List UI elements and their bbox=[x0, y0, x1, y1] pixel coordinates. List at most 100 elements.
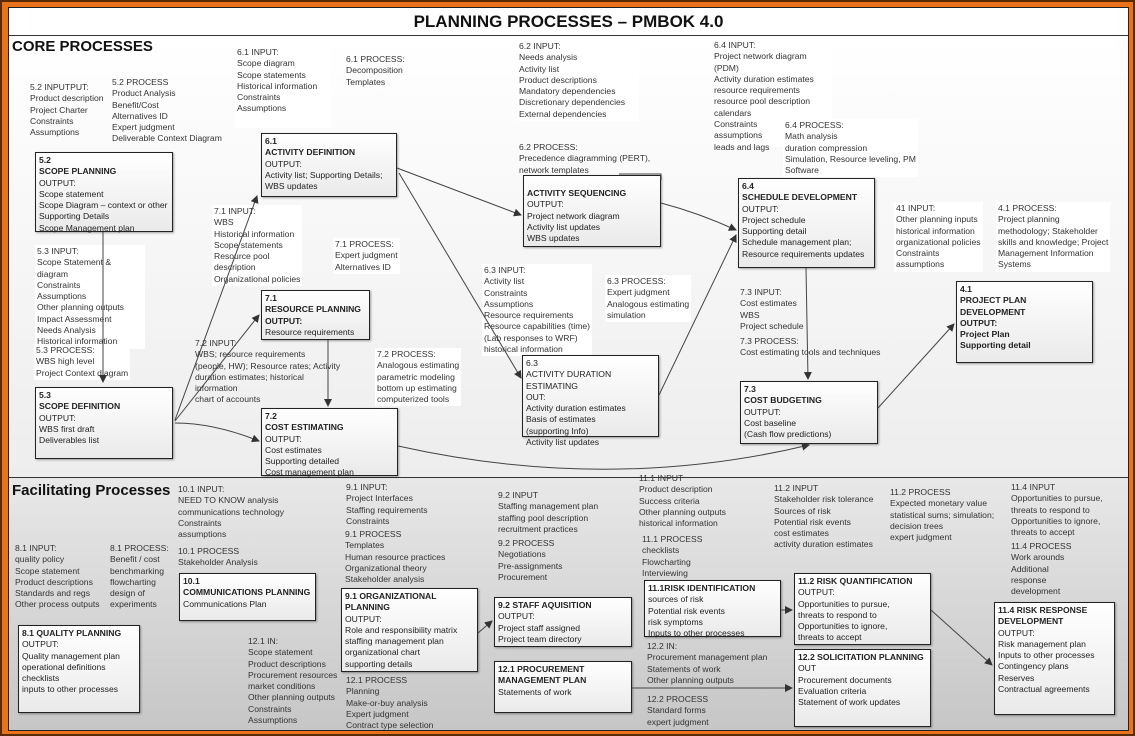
note-5-2-input: 5.2 INPUTPUT: Product description Projec… bbox=[30, 82, 104, 138]
note-11-2-input: 11.2 INPUT Stakeholder risk tolerance So… bbox=[774, 483, 874, 550]
box-output-label: OUTPUT: bbox=[265, 433, 302, 444]
box-outputs: sources of risk Potential risk events ri… bbox=[648, 594, 745, 639]
note-7-2-process: 7.2 PROCESS: Analogous estimating parame… bbox=[375, 348, 462, 407]
box-outputs: Resource requirements bbox=[265, 326, 355, 337]
note-9-2-process: 9.2 PROCESS Negotiations Pre-assignments… bbox=[498, 538, 563, 582]
box-title: ACTIVITY DURATION ESTIMATING bbox=[526, 369, 612, 391]
box-title: COST ESTIMATING bbox=[265, 422, 344, 433]
box-number: 4.1 bbox=[960, 284, 972, 294]
box-outputs: Scope statement Scope Diagram – context … bbox=[39, 188, 168, 233]
box-title: 8.1 QUALITY PLANNING bbox=[22, 628, 122, 638]
note-12-2-process: 12.2 PROCESS Standard forms expert judgm… bbox=[647, 694, 709, 727]
box-title: 9.2 STAFF AQUISITION bbox=[498, 600, 592, 610]
note-6-3-input: 6.3 INPUT: Activity list Constraints Ass… bbox=[482, 264, 593, 357]
box-output-label: OUTPUT: bbox=[265, 315, 303, 326]
box-number: 6.3 bbox=[526, 358, 538, 368]
box-title: SCOPE DEFINITION bbox=[39, 401, 121, 412]
diagram: PLANNING PROCESSES – PMBOK 4.0 CORE PROC… bbox=[8, 7, 1129, 731]
box-number: 6.1 bbox=[265, 136, 277, 146]
box-number: 5.3 bbox=[39, 390, 51, 400]
box-output-label: OUT bbox=[798, 663, 817, 674]
note-7-1-process: 7.1 PROCESS: Expert judgment Alternative… bbox=[333, 238, 400, 274]
box-outputs: Cost estimates Supporting detailed Cost … bbox=[265, 444, 354, 478]
box-output-label: OUTPUT: bbox=[22, 639, 59, 650]
note-5-3-process: 5.3 PROCESS: WBS high level Project Cont… bbox=[34, 344, 131, 380]
box-number: 6.4 bbox=[742, 181, 754, 191]
note-7-1-input: 7.1 INPUT: WBS Historical information Sc… bbox=[212, 205, 303, 287]
box-title: 12.2 SOLICITATION PLANNING bbox=[798, 652, 924, 662]
box-outputs: Role and responsibility matrix staffing … bbox=[345, 624, 458, 669]
box-outputs: Procurement documents Evaluation criteri… bbox=[798, 674, 901, 708]
note-9-1-input: 9.1 INPUT: Project Interfaces Staffing r… bbox=[346, 482, 428, 526]
box-output-label: OUTPUT: bbox=[345, 613, 382, 624]
box-title: 9.1 ORGANIZATIONAL PLANNING bbox=[345, 591, 437, 613]
box-output-label: OUTPUT: bbox=[498, 611, 535, 622]
box-title: 11.4 RISK RESPONSE DEVELOPMENT bbox=[998, 605, 1088, 627]
note-11-4-input: 11.4 INPUT Opportunities to pursue, thre… bbox=[1011, 482, 1103, 538]
box-outputs: Opportunities to pursue, threats to resp… bbox=[798, 598, 890, 643]
note-8-1-input: 8.1 INPUT: quality policy Scope statemen… bbox=[15, 543, 100, 610]
box-title: ACTIVITY DEFINITION bbox=[265, 147, 356, 158]
core-section-title: CORE PROCESSES bbox=[12, 38, 153, 55]
note-11-1-input: 11.1 INPUT Product description Success c… bbox=[639, 473, 726, 529]
box-number: 5.2 bbox=[39, 155, 51, 165]
note-7-3-process: 7.3 PROCESS: Cost estimating tools and t… bbox=[740, 336, 881, 358]
box-output-label: OUTPUT: bbox=[798, 587, 835, 598]
note-6-3-process: 6.3 PROCESS: Expert judgment Analogous e… bbox=[605, 275, 692, 323]
box-output-label: OUTPUT: bbox=[744, 406, 781, 417]
box-title: COMMUNICATIONS PLANNING bbox=[183, 587, 311, 598]
box-outputs: Risk management plan Inputs to other pro… bbox=[998, 638, 1095, 695]
note-4-1-input: 41 INPUT: Other planning inputs historic… bbox=[894, 202, 983, 272]
diagram-title: PLANNING PROCESSES – PMBOK 4.0 bbox=[9, 8, 1128, 36]
note-7-3-input: 7.3 INPUT: Cost estimates WBS Project sc… bbox=[740, 287, 804, 331]
note-8-1-process: 8.1 PROCESS: Benefit / cost benchmarking… bbox=[110, 543, 169, 610]
box-outputs: Project staff assigned Project team dire… bbox=[498, 622, 582, 644]
box-output-label: OUTPUT: bbox=[960, 317, 998, 328]
note-9-1-process: 9.1 PROCESS Templates Human resource pra… bbox=[345, 529, 446, 585]
note-10-1-process: 10.1 PROCESS Stakeholder Analysis bbox=[178, 546, 258, 568]
box-outputs: Activity list; Supporting Details; WBS u… bbox=[265, 169, 383, 192]
box-title: RESOURCE PLANNING bbox=[265, 304, 361, 315]
note-6-4-process: 6.4 PROCESS: Math analysis duration comp… bbox=[783, 119, 918, 178]
box-output-label: OUT: bbox=[526, 391, 546, 402]
box-outputs: Cost baseline (Cash flow predictions) bbox=[744, 417, 832, 440]
note-4-1-process: 4.1 PROCESS: Project planning methodolog… bbox=[996, 202, 1111, 272]
box-outputs: Activity duration estimates Basis of est… bbox=[526, 403, 626, 448]
box-title: COST BUDGETING bbox=[744, 395, 822, 406]
box-output-label: OUTPUT: bbox=[265, 158, 302, 169]
box-title: 11.1RISK IDENTIFICATION bbox=[648, 583, 756, 593]
box-number: 7.2 bbox=[265, 411, 277, 421]
box-outputs: Project schedule Supporting detail Sched… bbox=[742, 214, 865, 259]
box-title: SCHEDULE DEVELOPMENT bbox=[742, 192, 858, 203]
box-outputs: Project network diagram Activity list up… bbox=[527, 210, 620, 244]
box-outputs: WBS first draft Deliverables list bbox=[39, 423, 100, 446]
note-9-2-input: 9.2 INPUT Staffing management plan staff… bbox=[498, 490, 599, 534]
box-title: PROJECT PLAN DEVELOPMENT bbox=[960, 295, 1027, 317]
box-outputs: Quality management plan operational defi… bbox=[22, 650, 120, 695]
box-output-label: OUTPUT: bbox=[39, 412, 76, 423]
note-5-2-process: 5.2 PROCESS Product Analysis Benefit/Cos… bbox=[112, 77, 222, 144]
note-11-4-process: 11.4 PROCESS Work arounds Additional res… bbox=[1011, 541, 1072, 597]
note-12-2-input: 12.2 IN: Procurement management plan Sta… bbox=[647, 641, 768, 685]
box-output-label: OUTPUT: bbox=[527, 199, 564, 210]
box-outputs: Project Plan Supporting detail bbox=[960, 329, 1031, 351]
note-6-2-input: 6.2 INPUT: Needs analysis Activity list … bbox=[517, 40, 639, 122]
note-6-1-input: 6.1 INPUT: Scope diagram Scope statement… bbox=[235, 46, 331, 128]
box-title: ACTIVITY SEQUENCING bbox=[527, 188, 627, 198]
note-11-2-process: 11.2 PROCESS Expected monetary value sta… bbox=[890, 487, 995, 543]
